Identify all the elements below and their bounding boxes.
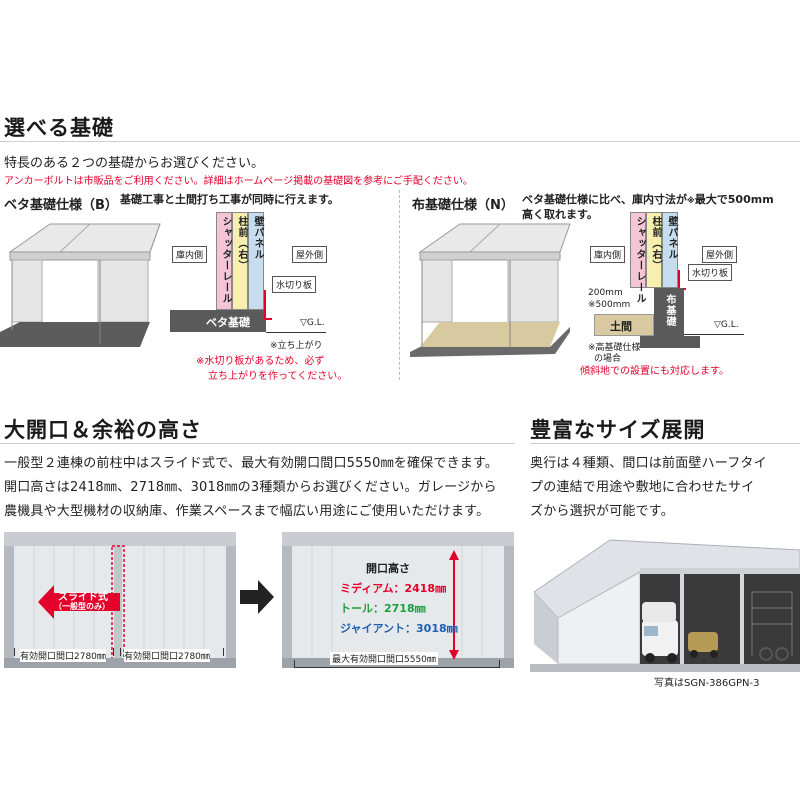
- size-title: 豊富なサイズ展開: [530, 418, 706, 442]
- dim-line-left: [14, 648, 114, 656]
- nuno-text-pillar: 柱前（右）: [650, 216, 661, 271]
- slide-label-2: （一般型のみ）: [54, 602, 110, 611]
- beta-text-wall: 壁パネル: [252, 216, 263, 260]
- nuno-label-outside: 屋外側: [702, 246, 738, 263]
- size-para-1: 奥行は４種類、間口は前面壁ハーフタイ: [530, 456, 767, 471]
- foundation-title-rule: [0, 141, 800, 142]
- beta-text-shutter: シャッターレール: [220, 216, 231, 304]
- nuno-footing-base: [640, 336, 700, 348]
- height-medium: ミディアム：2418㎜: [340, 582, 447, 595]
- nuno-case-1: ※高基礎仕様: [588, 343, 641, 353]
- height-title: 開口高さ: [366, 562, 410, 575]
- size-title-rule: [530, 443, 800, 444]
- beta-desc: 基礎工事と土間打ち工事が同時に行えます。: [120, 193, 339, 206]
- beta-slab-shape: [170, 310, 266, 332]
- transition-arrow-icon: [240, 580, 274, 614]
- nuno-desc-1: ベタ基礎仕様に比べ、庫内寸法が: [522, 193, 687, 206]
- nuno-gl-line: [684, 334, 744, 335]
- nuno-dim-1: 200mm: [588, 288, 623, 298]
- nuno-earth-shape: [594, 314, 654, 336]
- height-tall: トール：2718㎜: [340, 602, 426, 615]
- beta-label-inside: 庫内側: [172, 246, 208, 263]
- beta-warn-2: 立ち上がりを作ってください。: [208, 371, 348, 382]
- opening-title: 大開口＆余裕の高さ: [4, 418, 202, 442]
- nuno-desc-3: 高く取れます。: [522, 208, 598, 221]
- nuno-gl: ▽G.L.: [714, 320, 739, 330]
- opening-para-2: 開口高さは2418㎜、2718㎜、3018㎜の3種類からお選びください。ガレージ…: [4, 480, 497, 495]
- beta-garage-illustration: [0, 223, 161, 347]
- nuno-earth-label: 土間: [610, 320, 632, 333]
- nuno-section-diagram: 庫内側 屋外側 シャッターレール 柱前（右） 壁パネル 水切り板 200mm ※…: [584, 212, 794, 364]
- nuno-slope-note: 傾斜地での設置にも対応します。: [580, 366, 729, 377]
- nuno-footing-shape: [654, 288, 684, 344]
- nuno-layer-shutter: [630, 212, 646, 288]
- nuno-garage-illustration: [410, 223, 571, 357]
- beta-layer-wall: [248, 212, 264, 310]
- dim-left-label: 有効開口間口2780㎜: [20, 649, 106, 662]
- slide-arrow: [38, 585, 120, 619]
- nuno-text-wall: 壁パネル: [666, 216, 677, 260]
- opening-para-1: 一般型２連棟の前柱中はスライド式で、最大有効開口間口5550㎜を確保できます。: [4, 456, 499, 471]
- nuno-desc-2: 最大で500mm: [694, 193, 774, 206]
- beta-layer-pillar: [232, 212, 248, 310]
- size-photo-illustration: [530, 539, 800, 672]
- beta-rise: ※立ち上がり: [270, 341, 323, 351]
- beta-flashing-line: [264, 290, 272, 320]
- nuno-desc-line1: ベタ基礎仕様に比べ、庫内寸法が※最大で500mm: [522, 191, 774, 207]
- beta-warn-1: ※水切り板があるため、必ず: [196, 356, 325, 367]
- beta-slab-label: ベタ基礎: [206, 316, 250, 329]
- beta-section-diagram: 庫内側 屋外側 シャッターレール 柱前（右） 壁パネル ベタ基礎 水切り板 ▽G…: [170, 212, 390, 351]
- nuno-heading: 布基礎仕様（N）: [412, 198, 514, 213]
- nuno-flashing-line: [678, 270, 686, 290]
- foundation-title: 選べる基礎: [4, 116, 114, 140]
- size-para-3: ズから選択が可能です。: [530, 504, 674, 519]
- dim-right-label: 有効開口間口2780㎜: [124, 649, 210, 662]
- beta-gl: ▽G.L.: [300, 318, 325, 328]
- size-para-2: プの連結で用途や敷地に合わせたサイ: [530, 480, 755, 495]
- dim-total-label: 最大有効開口間口5550㎜: [330, 652, 438, 665]
- height-giant: ジャイアント：3018㎜: [340, 622, 458, 635]
- nuno-flashing-label: 水切り板: [688, 264, 733, 281]
- beta-text-pillar: 柱前（右）: [236, 216, 247, 271]
- nuno-dim-2: ※500mm: [588, 300, 631, 310]
- opening-para-3: 農機具や大型機材の収納庫、作業スペースまで幅広い用途にご使用いただけます。: [4, 504, 490, 519]
- beta-layer-shutter: [216, 212, 232, 310]
- foundation-divider: [399, 190, 400, 380]
- nuno-desc-mark: ※: [687, 196, 695, 205]
- foundation-note: アンカーボルトは市販品をご利用ください。詳細はホームページ掲載の基礎図を参考にご…: [4, 176, 473, 187]
- nuno-layer-wall: [662, 212, 678, 288]
- nuno-layer-pillar: [646, 212, 662, 288]
- beta-gl-line: [266, 332, 326, 333]
- slide-label-1: スライド式: [58, 592, 108, 603]
- dim-line-right: [120, 648, 224, 656]
- beta-label-outside: 屋外側: [292, 246, 328, 263]
- nuno-label-inside: 庫内側: [590, 246, 626, 263]
- photo-caption: 写真はSGN-386GPN-3: [654, 678, 760, 689]
- foundation-intro: 特長のある２つの基礎からお選びください。: [4, 156, 265, 171]
- opening-title-rule: [0, 443, 515, 444]
- beta-flashing-label: 水切り板: [272, 276, 317, 293]
- nuno-case-2: の場合: [594, 354, 622, 364]
- nuno-text-shutter: シャッターレール: [634, 216, 645, 304]
- beta-heading: ベタ基礎仕様（B）: [4, 198, 118, 213]
- dim-line-total: [294, 660, 500, 668]
- nuno-footing-label: 布基礎: [664, 294, 675, 327]
